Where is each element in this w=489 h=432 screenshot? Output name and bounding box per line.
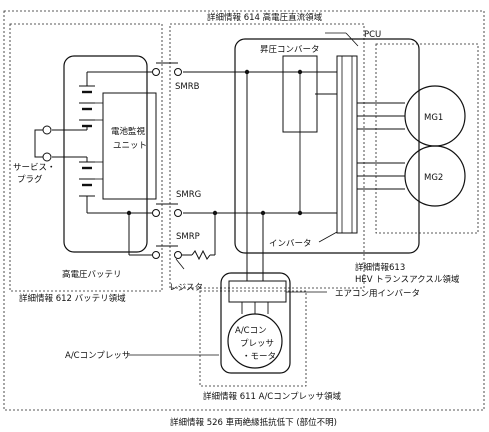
service-plug-label-2: プラグ — [17, 174, 43, 185]
region-611-label: 詳細情報 611 A/Cコンプレッサ領域 — [203, 391, 341, 402]
ac-inverter-label: エアコン用インバータ — [335, 289, 420, 299]
ac-motor-label-1: A/Cコン — [235, 326, 267, 336]
region-613-box — [375, 43, 479, 234]
region-614-box — [169, 23, 365, 289]
ac-motor-label-3: ・モータ — [242, 352, 276, 362]
ac-compressor-label: A/Cコンプレッサ — [65, 351, 130, 361]
smrb-label: SMRB — [175, 82, 200, 92]
battery-monitor-label-2: ユニット — [113, 141, 147, 151]
ac-inverter-block — [228, 280, 287, 303]
smrp-contact-left — [152, 251, 160, 259]
smrb-contact-left — [152, 68, 160, 76]
smrg-contact-left — [152, 209, 160, 217]
region-526-label: 詳細情報 526 車両絶縁抵抗低下 (部位不明) — [170, 417, 337, 428]
region-611-box — [199, 290, 307, 387]
inverter-block — [336, 55, 358, 234]
battery-monitor-unit — [102, 92, 157, 200]
smrp-label: SMRP — [176, 232, 200, 242]
region-526-box — [3, 10, 485, 411]
mg2-circle — [404, 145, 466, 207]
service-plug-contact-top — [42, 125, 52, 135]
ac-unit-box — [220, 272, 291, 374]
boost-converter-label: 昇圧コンバータ — [260, 45, 320, 55]
resistor-zigzag — [191, 249, 211, 261]
hv-battery-label: 高電圧バッテリ — [62, 269, 122, 280]
ac-motor-label-2: プレッサ — [240, 339, 274, 349]
region-614-label: 詳細情報 614 高電圧直流領域 — [207, 12, 323, 23]
region-613-label-2: HEV トランスアクスル領域 — [355, 274, 460, 285]
ac-motor-circle — [227, 313, 283, 369]
smrg-label: SMRG — [176, 190, 201, 200]
pcu-label: PCU — [364, 30, 381, 40]
resistor-label: レジスタ — [169, 283, 203, 293]
smrp-contact-right — [174, 251, 182, 259]
service-plug-label-1: サービス・ — [13, 163, 56, 173]
inverter-label: インバータ — [269, 239, 312, 249]
smrg-contact-right — [174, 209, 182, 217]
smrb-contact-right — [174, 68, 182, 76]
region-612-box — [9, 23, 163, 292]
pcu-box — [234, 38, 420, 254]
service-plug-contact-bottom — [42, 152, 52, 162]
hv-battery-box — [63, 55, 148, 253]
mg1-label: MG1 — [424, 113, 443, 123]
battery-monitor-label-1: 電池監視 — [111, 126, 146, 137]
region-613-label-1: 詳細情報613 — [355, 262, 405, 273]
mg2-label: MG2 — [424, 173, 443, 183]
region-612-label: 詳細情報 612 バッテリ領域 — [19, 293, 126, 304]
